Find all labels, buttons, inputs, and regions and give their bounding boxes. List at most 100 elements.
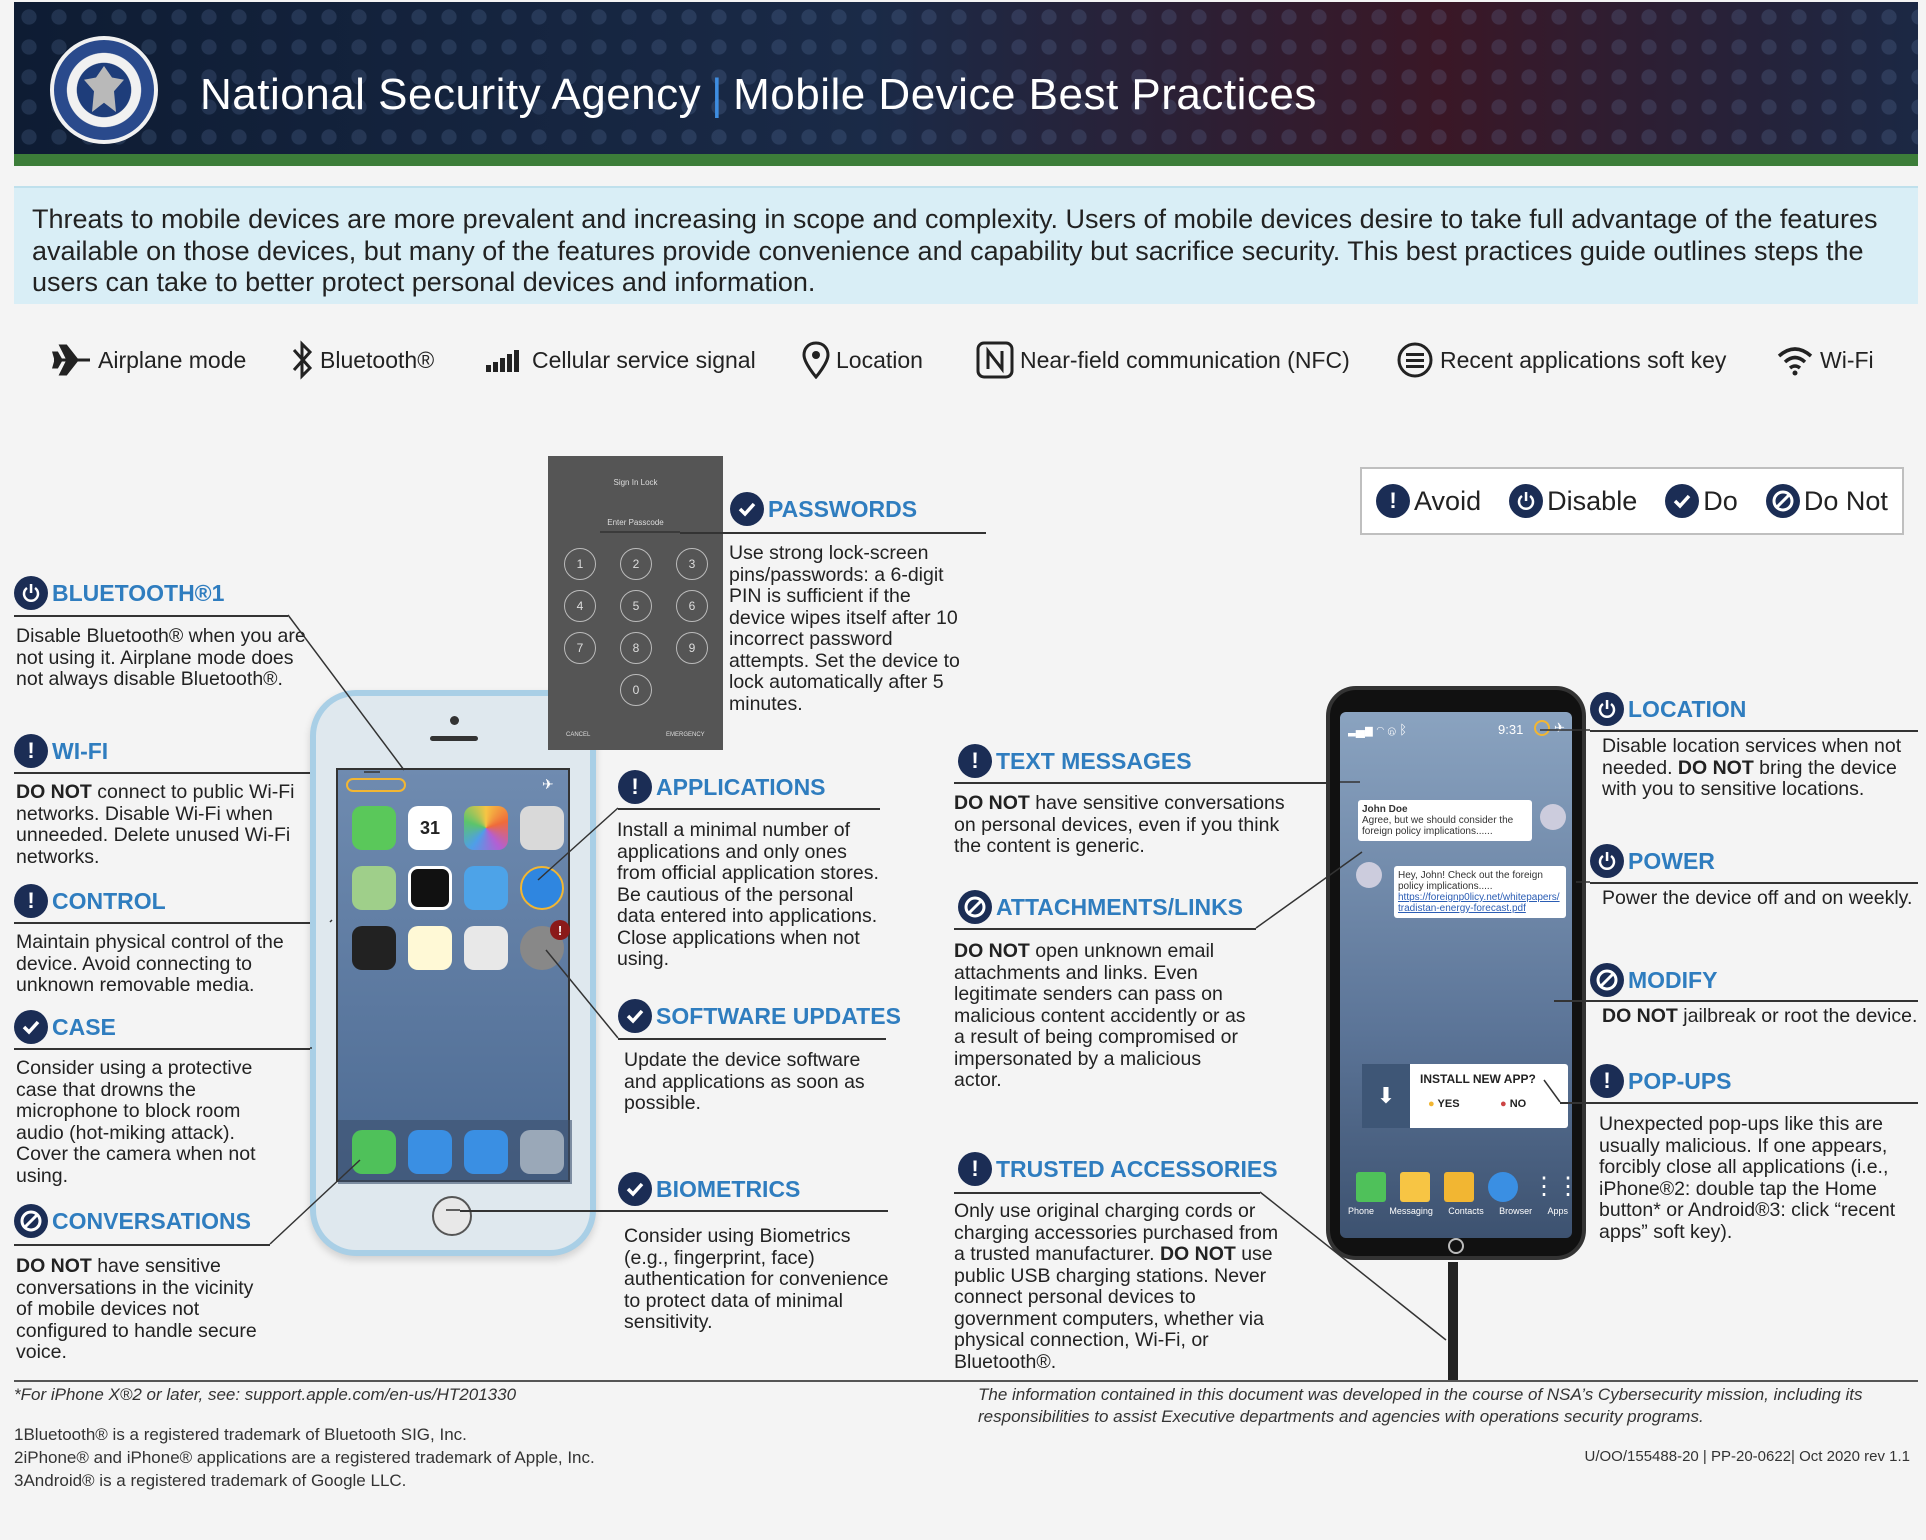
legend-label: Bluetooth®: [320, 346, 435, 373]
heading-text: ATTACHMENTS/LINKS: [996, 893, 1244, 920]
bluetooth-text: Disable Bluetooth® when you are not usin…: [16, 625, 306, 690]
header-green-bar: [14, 154, 1918, 166]
trusted-accessories-heading: !TRUSTED ACCESSORIES: [958, 1152, 1278, 1186]
app-store-icon: [520, 866, 564, 910]
header-banner: [14, 2, 1918, 166]
divider: [954, 928, 1256, 930]
legend-label: Airplane mode: [98, 346, 247, 373]
title-separator: |: [711, 70, 724, 119]
popup-title: INSTALL NEW APP?: [1420, 1072, 1536, 1086]
divider: [618, 1038, 886, 1040]
safari-app-icon: [408, 1130, 452, 1174]
keypad-key: 4: [564, 590, 596, 622]
favorites-app-icon: [520, 1130, 564, 1174]
document-id: U/OO/155488-20 | PP-20-0622| Oct 2020 re…: [1584, 1448, 1910, 1465]
power-heading: POWER: [1590, 844, 1715, 878]
location-pin-icon: [1534, 720, 1550, 736]
trusted-accessories-text: Only use original charging cords or char…: [954, 1200, 1294, 1373]
page-title: National Security Agency|Mobile Device B…: [200, 70, 1317, 120]
symbol-key: !Avoid Disable Do Do Not: [1360, 467, 1904, 535]
applications-heading: !APPLICATIONS: [618, 770, 826, 804]
divider: [1560, 1102, 1918, 1104]
messages-app-icon: [352, 806, 396, 850]
wifi-heading: !WI-FI: [14, 734, 108, 768]
heading-text: WI-FI: [52, 737, 109, 764]
legend-recent-apps: Recent applications soft key: [1396, 340, 1726, 380]
keypad-key: 9: [676, 632, 708, 664]
passwords-text: Use strong lock-screen pins/passwords: a…: [729, 542, 960, 715]
intro-paragraph: Threats to mobile devices are more preva…: [14, 186, 1918, 304]
iphone-illustration: ✈ 31 !: [310, 690, 596, 1256]
suspicious-link[interactable]: https://foreignp0licy.net/whitepapers/tr…: [1398, 892, 1560, 914]
message-text: Hey, John! Check out the foreign policy …: [1398, 870, 1543, 892]
divider: [680, 532, 986, 534]
contacts-app-icon: [1444, 1172, 1474, 1202]
emphasis: DO NOT: [16, 1255, 92, 1277]
key-do: Do: [1665, 484, 1738, 518]
charging-cable: [1448, 1262, 1458, 1380]
popups-heading: !POP-UPS: [1590, 1064, 1732, 1098]
wifi-icon: [1777, 347, 1813, 376]
weather-app-icon: [464, 866, 508, 910]
body-text: use public USB charging stations. Never …: [954, 1243, 1273, 1373]
document-title: Mobile Device Best Practices: [733, 70, 1317, 119]
divider: [14, 615, 288, 617]
power-text: Power the device off and on weekly.: [1602, 887, 1913, 909]
legend-label: Location: [836, 346, 923, 373]
location-heading: LOCATION: [1590, 692, 1746, 726]
airplane-icon: ✈: [542, 776, 554, 792]
divider: [1590, 730, 1918, 732]
legend-location: Location: [802, 340, 923, 380]
browser-app-icon: [1488, 1172, 1518, 1202]
keypad-key: 0: [620, 674, 652, 706]
front-camera: [450, 716, 459, 725]
key-avoid: !Avoid: [1376, 484, 1481, 518]
software-updates-heading: SOFTWARE UPDATES: [618, 999, 901, 1033]
control-heading: !CONTROL: [14, 884, 166, 918]
video-app-icon: [464, 926, 508, 970]
avoid-icon: !: [14, 734, 48, 768]
heading-text: CONVERSATIONS: [52, 1207, 251, 1234]
heading-text: POP-UPS: [1628, 1067, 1732, 1094]
modify-text: DO NOT jailbreak or root the device.: [1602, 1005, 1918, 1028]
messaging-app-icon: [1400, 1172, 1430, 1202]
disable-icon: [1509, 484, 1544, 518]
divider: [14, 922, 330, 924]
key-label: Do Not: [1803, 485, 1888, 516]
disable-icon: [14, 576, 48, 610]
alert-badge-icon: !: [550, 920, 570, 940]
phone-app-icon: [1356, 1172, 1386, 1202]
apps-grid-icon: ⋮⋮⋮: [1532, 1173, 1572, 1200]
text-messages-text: DO NOT have sensitive conversations on p…: [954, 792, 1294, 858]
divider: [954, 782, 1340, 784]
keypad-key: 1: [564, 548, 596, 580]
key-label: Avoid: [1414, 485, 1482, 516]
do-icon: [1665, 484, 1700, 518]
key-do-not: Do Not: [1765, 484, 1888, 518]
conversations-text: DO NOT have sensitive conversations in t…: [16, 1255, 266, 1364]
legend-bluetooth: Bluetooth®: [290, 340, 434, 380]
popup-yes-button[interactable]: ● YES: [1428, 1098, 1460, 1110]
body-text: have sensitive conversations on personal…: [954, 792, 1285, 857]
do-icon: [14, 1010, 48, 1044]
body-text: bring the device with you to sensitive l…: [1602, 756, 1897, 800]
body-text: jailbreak or root the device.: [1677, 1005, 1918, 1027]
divider: [14, 1244, 270, 1246]
legend-label: Cellular service signal: [532, 346, 756, 373]
heading-text: TRUSTED ACCESSORIES: [996, 1155, 1278, 1182]
popup-no-button[interactable]: ● NO: [1500, 1098, 1527, 1110]
divider: [1590, 882, 1918, 884]
control-text: Maintain physical control of the device.…: [16, 931, 284, 996]
download-icon: ⬇: [1362, 1064, 1410, 1128]
body-text: Disable location services when not neede…: [1602, 735, 1902, 779]
keypad-key: 8: [620, 632, 652, 664]
bluetooth-icon: [292, 340, 313, 380]
heading-text: MODIFY: [1628, 966, 1718, 993]
conversations-heading: CONVERSATIONS: [14, 1204, 251, 1238]
heading-text: CONTROL: [52, 887, 166, 914]
passcode-prompt: Enter Passcode: [607, 518, 664, 527]
mail-app-icon: [464, 1130, 508, 1174]
body-text: connect to public Wi-Fi networks. Disabl…: [16, 781, 295, 868]
